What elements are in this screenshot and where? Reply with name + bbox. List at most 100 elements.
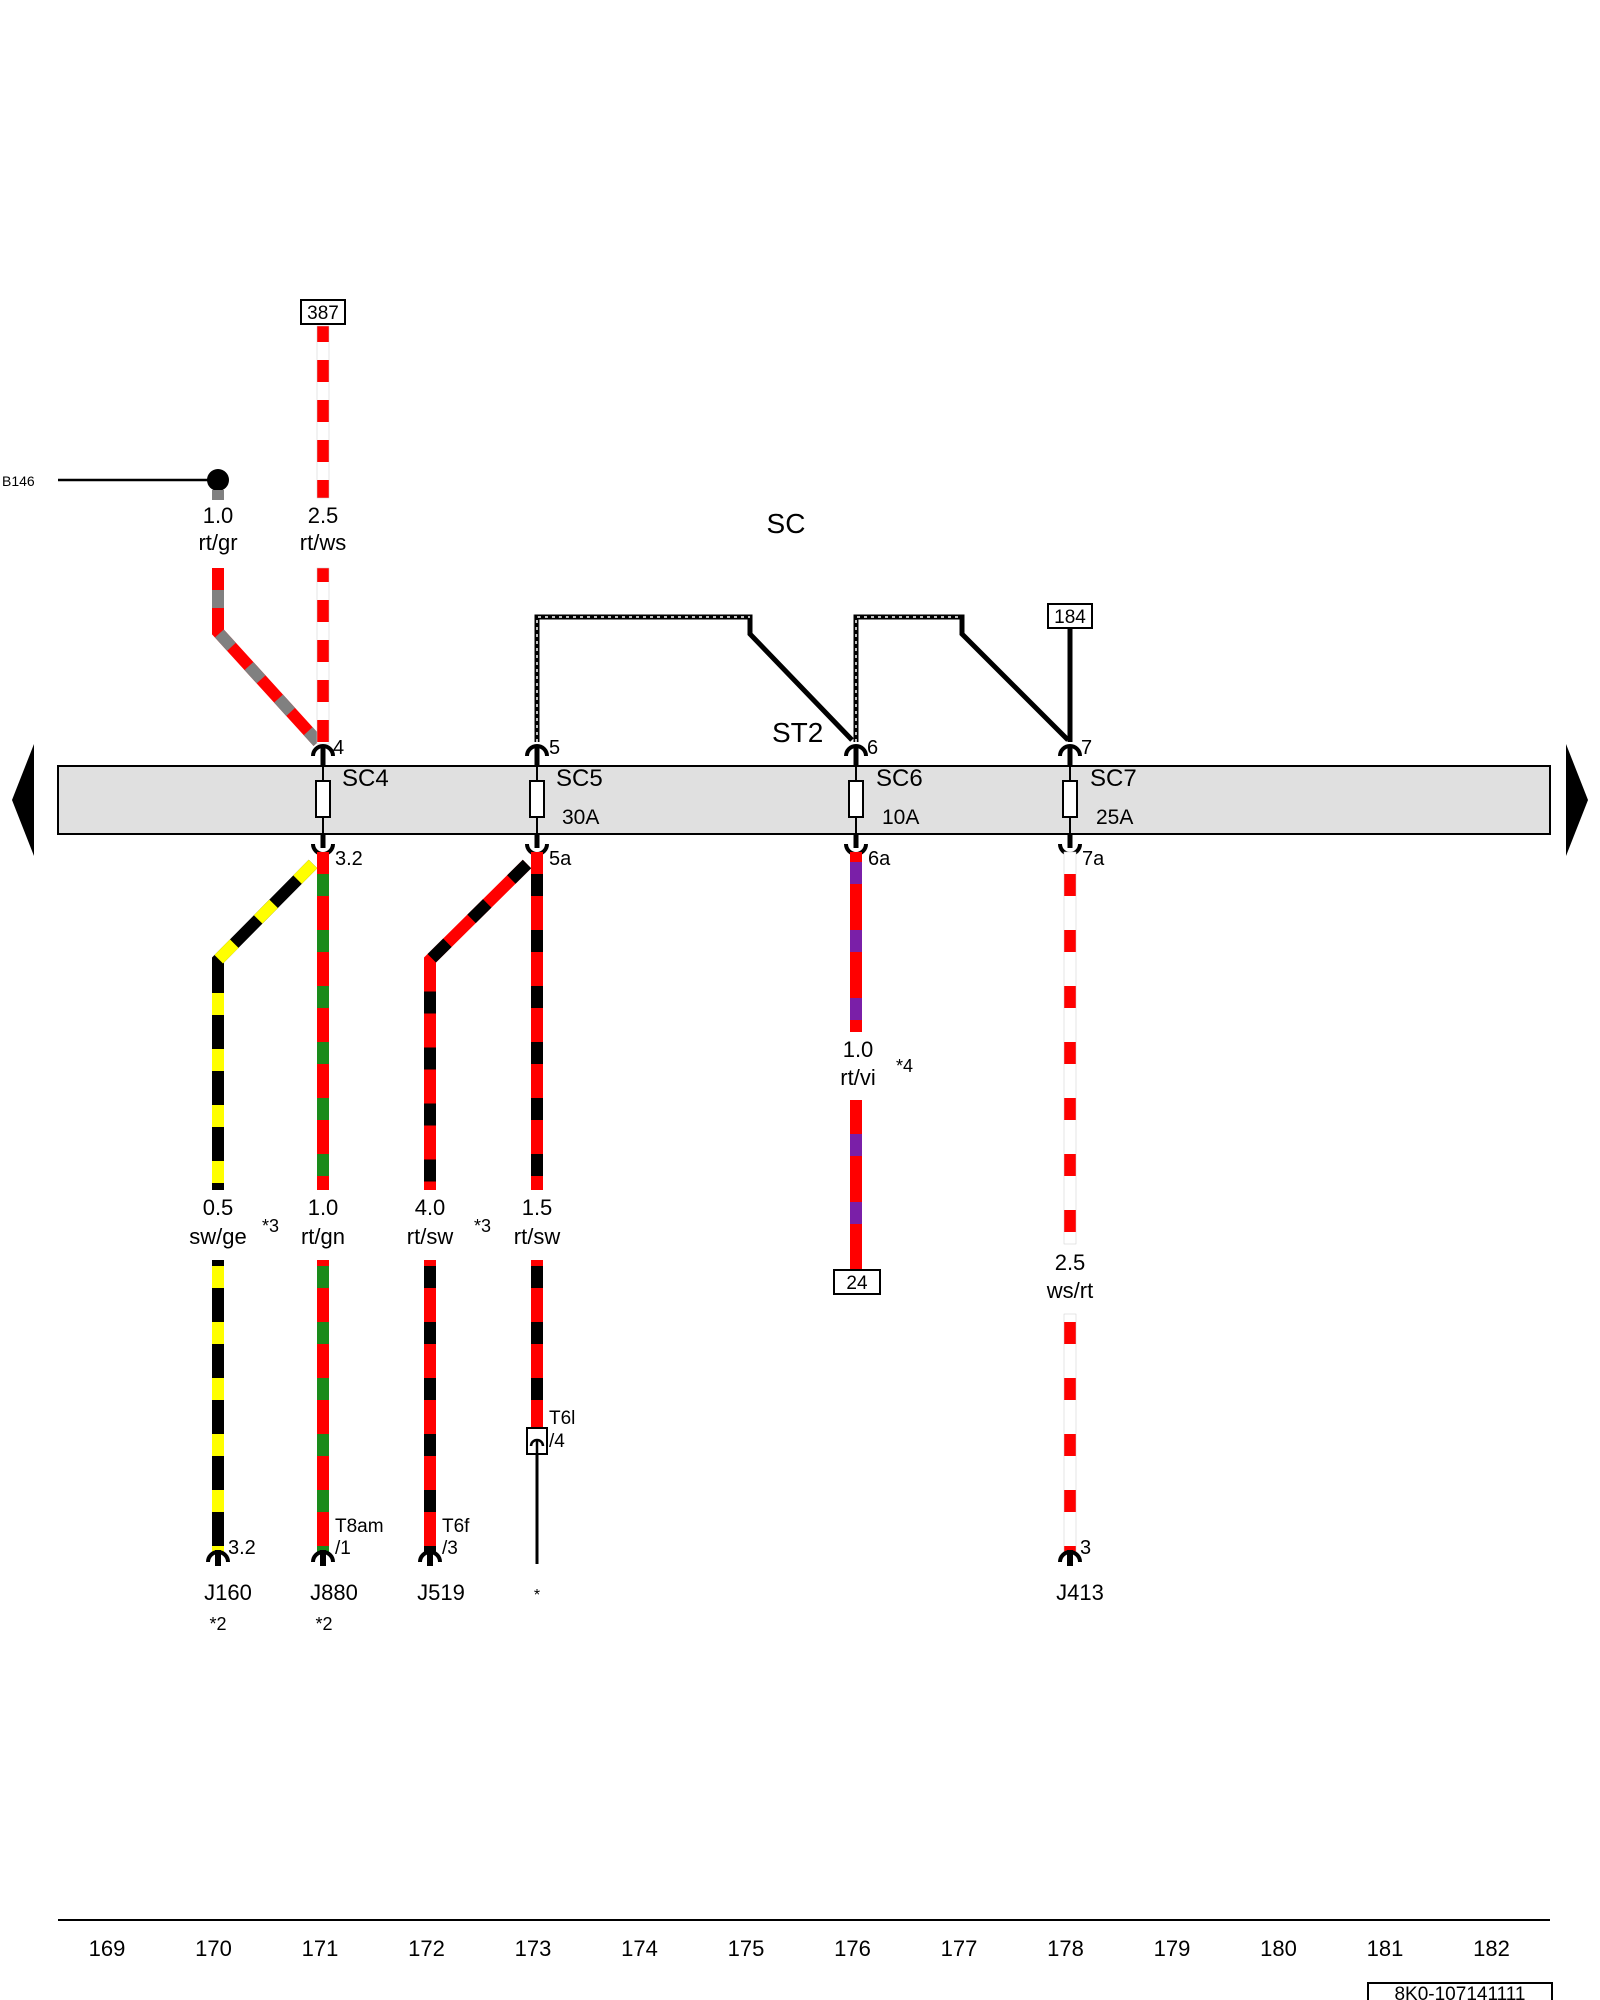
pin-label: 7 [1081, 737, 1092, 759]
connector-pin: 3 [1080, 1537, 1091, 1559]
fuse-rating: 10A [882, 806, 919, 829]
st-label: ST2 [772, 717, 823, 748]
component-unnamed: * [534, 1587, 540, 1604]
wire-color: ws/rt [1046, 1278, 1093, 1303]
wire-rt-ws [316, 567, 330, 745]
track-number: 171 [302, 1936, 339, 1961]
pin-label: 7a [1082, 848, 1105, 870]
pin-top-4 [311, 744, 335, 766]
track-number: 180 [1260, 1936, 1297, 1961]
component-j880[interactable]: J880 [310, 1580, 358, 1605]
connector-label: T6l [549, 1408, 575, 1429]
wire-gauge: 2.5 [308, 503, 339, 528]
wire-gauge: 2.5 [1055, 1250, 1086, 1275]
wire-note: *3 [262, 1216, 279, 1236]
wire-gauge: 4.0 [415, 1195, 446, 1220]
fuse-sc7[interactable] [1062, 766, 1078, 834]
pin-bottom-6a [844, 834, 868, 856]
svg-text:387: 387 [307, 303, 339, 324]
pin-bottom-7a [1058, 834, 1082, 856]
wire-color: rt/sw [514, 1224, 561, 1249]
component-note: *2 [315, 1614, 332, 1634]
track-number: 174 [621, 1936, 658, 1961]
wire-note: *4 [896, 1056, 913, 1076]
track-number: 172 [408, 1936, 445, 1961]
fuse-name: SC4 [342, 765, 389, 792]
component-j519[interactable]: J519 [417, 1580, 465, 1605]
b146-label: B146 [2, 473, 35, 489]
wire-gauge: 0.5 [203, 1195, 234, 1220]
track-number: 182 [1473, 1936, 1510, 1961]
pin-label: 4 [333, 737, 344, 759]
fuse-rating: 30A [562, 806, 599, 829]
connector-pin: /3 [442, 1538, 458, 1559]
wire-color: rt/vi [840, 1065, 875, 1090]
wire-color: rt/ws [300, 530, 346, 555]
track-number: 176 [834, 1936, 871, 1961]
doc-code: 8K0-107141111 [1394, 1984, 1525, 2000]
page-right-arrow-icon[interactable] [1566, 744, 1588, 856]
wire-rt-gr [212, 568, 323, 747]
fuse-sc5[interactable] [529, 766, 545, 834]
pin-j519 [418, 1550, 442, 1566]
track-number: 175 [728, 1936, 765, 1961]
wire-gauge: 1.5 [522, 1195, 553, 1220]
connector-pin: /4 [549, 1431, 565, 1452]
component-j413[interactable]: J413 [1056, 1580, 1104, 1605]
track-number: 170 [195, 1936, 232, 1961]
fuse-name: SC5 [556, 765, 603, 792]
wire-gauge: 1.0 [203, 503, 234, 528]
ref-box-24 [833, 1269, 881, 1295]
wire-rt-sw-4 [424, 1260, 436, 1552]
wire-gauge: 1.0 [843, 1037, 874, 1062]
fuse-rating: 25A [1096, 806, 1133, 829]
fuse-sc6[interactable] [848, 766, 864, 834]
pin-label: 5 [549, 737, 560, 759]
page-left-arrow-icon[interactable] [12, 744, 34, 856]
pin-j413 [1058, 1550, 1082, 1566]
fuse-name: SC6 [876, 765, 923, 792]
wire-note: *3 [474, 1216, 491, 1236]
connector-pin: 3.2 [228, 1537, 256, 1559]
fuse-sc4[interactable] [315, 766, 331, 834]
pin-j160 [206, 1550, 230, 1566]
track-number: 181 [1367, 1936, 1404, 1961]
connector-pin: /1 [335, 1538, 351, 1559]
wire-ws-rt [1063, 851, 1077, 1245]
pin-label: 6 [867, 737, 878, 759]
pin-bottom-3-2 [311, 834, 335, 856]
wire-rt-sw-15 [531, 852, 543, 1190]
wire-sw-ge [212, 1260, 224, 1552]
wire-rt-gn [317, 852, 329, 1190]
wire-rt-ws [316, 325, 330, 499]
track-number: 173 [515, 1936, 552, 1961]
component-j160[interactable]: J160 [204, 1580, 252, 1605]
wire-color: rt/gn [301, 1224, 345, 1249]
bus-label: SC [767, 508, 806, 539]
svg-text:24: 24 [846, 1273, 868, 1294]
ref-box-387 [300, 299, 346, 325]
pin-j880 [311, 1550, 335, 1566]
wire-rt-sw-15 [531, 1260, 543, 1428]
connector-label: T6f [442, 1516, 470, 1537]
wire-ws-rt [1063, 1313, 1077, 1553]
wire-color: rt/sw [407, 1224, 454, 1249]
splice-point [207, 469, 229, 491]
wire-rt-vi [850, 1100, 862, 1270]
pin-bottom-5a [525, 834, 549, 856]
svg-text:184: 184 [1054, 607, 1086, 628]
wire-rt-gn [317, 1260, 329, 1552]
wire-color: rt/gr [198, 530, 237, 555]
pin-top-6 [844, 744, 868, 766]
pin-label: 6a [868, 848, 891, 870]
track-number: 169 [89, 1936, 126, 1961]
doc-code-box [1367, 1982, 1553, 2000]
component-note: *2 [209, 1614, 226, 1634]
wire-rt-gr-stub [212, 490, 224, 500]
wire-color: sw/ge [189, 1224, 246, 1249]
fuse-name: SC7 [1090, 765, 1137, 792]
track-number: 178 [1047, 1936, 1084, 1961]
ref-box-184 [1047, 603, 1093, 629]
